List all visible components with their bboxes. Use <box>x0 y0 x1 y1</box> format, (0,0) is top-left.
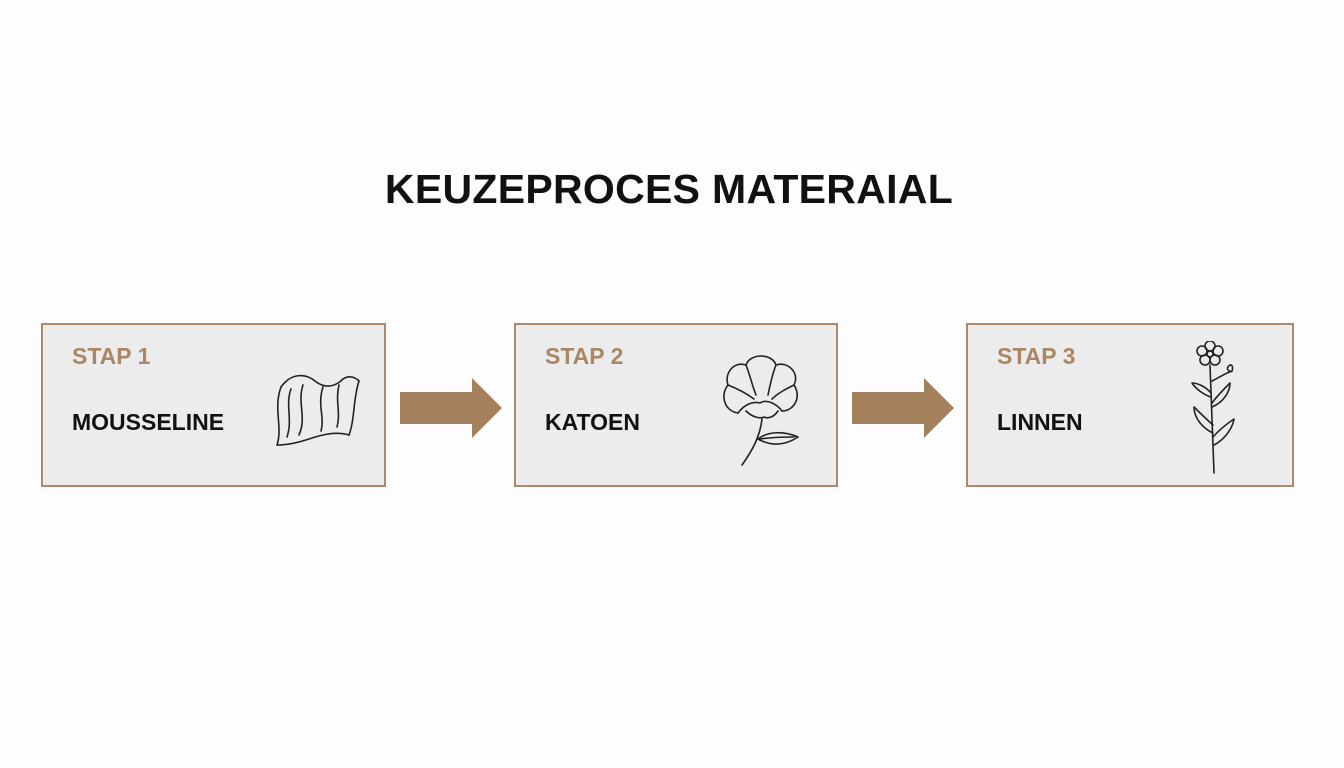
step-1-label: STAP 1 <box>72 343 151 369</box>
step-1-box: STAP 1 MOUSSELINE <box>41 323 386 487</box>
arrow-right-icon <box>852 378 954 438</box>
flax-flower-icon <box>1191 341 1235 474</box>
step-2-box: STAP 2 KATOEN <box>514 323 838 487</box>
muslin-cloth-icon <box>276 374 360 446</box>
cotton-boll-icon <box>723 355 799 466</box>
step-2-label: STAP 2 <box>545 343 624 369</box>
step-3-box: STAP 3 LINNEN <box>966 323 1294 487</box>
step-1-material: MOUSSELINE <box>72 409 225 435</box>
step-3-label: STAP 3 <box>997 343 1076 369</box>
step-2-material: KATOEN <box>545 409 640 435</box>
step-3-material: LINNEN <box>997 409 1083 435</box>
diagram-title: KEUZEPROCES MATERAIAL <box>384 166 954 212</box>
arrow-right-icon <box>400 378 502 438</box>
